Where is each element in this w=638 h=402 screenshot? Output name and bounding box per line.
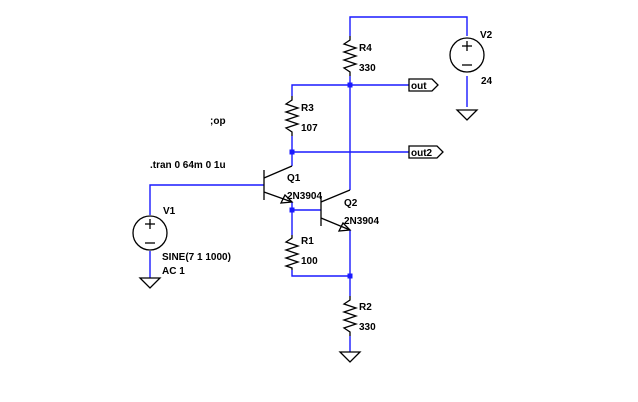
r3-name: R3	[301, 103, 314, 114]
net-flag-shape	[408, 145, 444, 159]
r1-value: 100	[301, 256, 318, 267]
q2-emitter-lead	[320, 217, 351, 231]
voltage-source-v1[interactable]: V1 SINE(7 1 1000) AC 1	[132, 206, 231, 277]
wire-v1-q1b	[149, 184, 264, 215]
ground-icon	[338, 351, 362, 363]
resistor-symbol	[283, 96, 301, 136]
spice-directive-tran[interactable]: .tran 0 64m 0 1u	[150, 160, 226, 171]
r2-value: 330	[359, 322, 376, 333]
net-label-out[interactable]: out	[408, 78, 439, 92]
junction-node	[347, 82, 353, 88]
voltage-source-v2[interactable]: V2 24	[449, 30, 493, 87]
junction-node	[289, 149, 295, 155]
q1-emitter-lead	[263, 191, 293, 203]
wire-r1-node	[291, 270, 350, 277]
resistor-symbol	[341, 296, 359, 336]
net-label-out2-text: out2	[411, 148, 433, 159]
transistor-q1[interactable]: Q1 2N3904	[263, 165, 322, 204]
net-flag-shape	[408, 78, 439, 92]
v1-value: SINE(7 1 1000)	[162, 252, 231, 263]
wire-out-r3	[291, 84, 350, 96]
ground-icon	[138, 277, 162, 289]
net-label-out2[interactable]: out2	[408, 145, 444, 159]
q1-collector-lead	[263, 165, 293, 179]
ground-icon	[455, 109, 479, 121]
resistor-r4[interactable]: R4 330	[341, 36, 376, 76]
q2-model: 2N3904	[344, 216, 379, 227]
junctions	[289, 82, 353, 279]
q2-name: Q2	[344, 198, 358, 209]
resistor-r3[interactable]: R3 107	[283, 96, 318, 136]
r4-name: R4	[359, 43, 372, 54]
resistor-symbol	[283, 235, 301, 270]
wire-q1e-q2b	[291, 202, 321, 211]
r4-value: 330	[359, 63, 376, 74]
wire-top-rail	[349, 16, 468, 36]
resistor-r2[interactable]: R2 330	[341, 296, 376, 336]
resistor-symbol	[341, 36, 359, 76]
net-label-out-text: out	[411, 81, 427, 92]
junction-node	[347, 273, 353, 279]
source-circle	[132, 215, 168, 251]
q2-collector-lead	[320, 189, 351, 203]
v2-value: 24	[481, 76, 493, 87]
resistor-r1[interactable]: R1 100	[283, 235, 318, 270]
v1-name: V1	[163, 206, 176, 217]
r1-name: R1	[301, 236, 314, 247]
r3-value: 107	[301, 123, 318, 134]
transistor-q2[interactable]: Q2 2N3904	[320, 189, 379, 232]
v2-name: V2	[480, 30, 493, 41]
q2-emitter-arrow	[337, 221, 352, 232]
source-circle	[449, 37, 485, 73]
q1-name: Q1	[287, 173, 301, 184]
q1-model: 2N3904	[287, 191, 322, 202]
junction-node	[289, 207, 295, 213]
v1-ac: AC 1	[162, 266, 185, 277]
r2-name: R2	[359, 302, 372, 313]
wires	[149, 16, 468, 352]
q1-emitter-arrow	[279, 193, 294, 204]
grounds	[138, 109, 479, 363]
spice-directive-op[interactable]: ;op	[210, 116, 226, 127]
